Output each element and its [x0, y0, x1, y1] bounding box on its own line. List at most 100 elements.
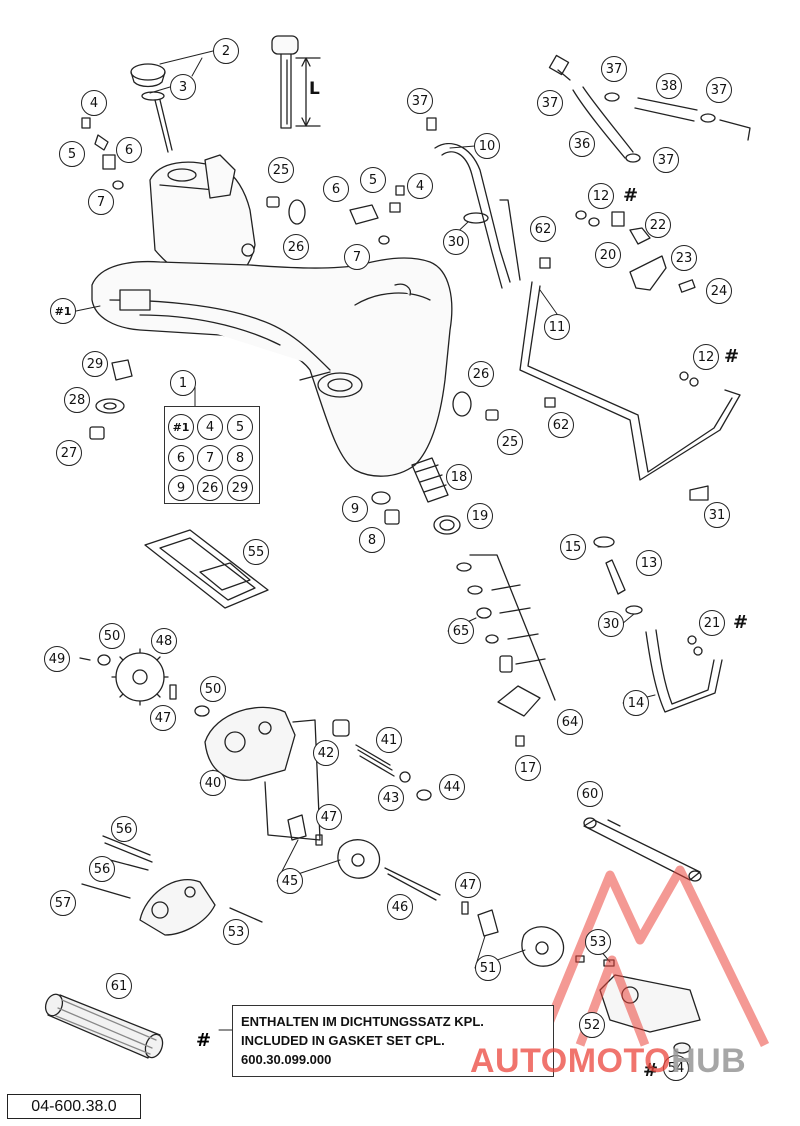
callout-c65: 65	[448, 618, 474, 644]
gasket-marker-h12b: #	[724, 346, 740, 367]
callout-c43: 43	[378, 785, 404, 811]
callout-c62a: 62	[530, 216, 556, 242]
part-group-box	[164, 406, 260, 504]
callout-c53b: 53	[585, 929, 611, 955]
cover-bolts	[81, 835, 263, 923]
callout-c40: 40	[200, 770, 226, 796]
callout-c9: 9	[342, 496, 368, 522]
callout-c21: 21	[699, 610, 725, 636]
callout-c38: 38	[656, 73, 682, 99]
callout-c25a: 25	[268, 157, 294, 183]
rubber-grommets	[266, 196, 556, 421]
callout-c55: 55	[243, 539, 269, 565]
callout-c2: 2	[213, 38, 239, 64]
callout-c13: 13	[636, 550, 662, 576]
callout-c47b: 47	[316, 804, 342, 830]
callout-c22: 22	[645, 212, 671, 238]
callout-c19: 19	[467, 503, 493, 529]
pump-gear	[79, 648, 210, 717]
callout-c10: 10	[474, 133, 500, 159]
callout-c37a: 37	[407, 88, 433, 114]
filler-cap-dipstick	[130, 63, 173, 153]
callout-c48: 48	[151, 628, 177, 654]
callout-c27: 27	[56, 440, 82, 466]
callout-c18: 18	[446, 464, 472, 490]
callout-c26b: 26	[468, 361, 494, 387]
callout-c53a: 53	[223, 919, 249, 945]
tank-mount-parts	[89, 359, 133, 440]
callout-c47a: 47	[150, 705, 176, 731]
callout-c7b: 7	[344, 244, 370, 270]
callout-c30b: 30	[598, 611, 624, 637]
callout-c17: 17	[515, 755, 541, 781]
gasket-set-note: ENTHALTEN IM DICHTUNGSSATZ KPL. INCLUDED…	[232, 1005, 554, 1077]
pump-rotors	[287, 814, 565, 967]
gasket-marker-h21: #	[733, 612, 749, 633]
callout-c4a: 4	[81, 90, 107, 116]
watermark-text-part2: HUB	[671, 1042, 747, 1080]
callout-c24: 24	[706, 278, 732, 304]
callout-c46: 46	[387, 894, 413, 920]
callout-c37b: 37	[601, 56, 627, 82]
callout-c61: 61	[106, 973, 132, 999]
callout-g4: 4	[197, 414, 223, 440]
callout-c29a: 29	[82, 351, 108, 377]
callout-c45: 45	[277, 868, 303, 894]
callout-c47c: 47	[455, 872, 481, 898]
gasket-note-marker: #	[196, 1030, 212, 1051]
callout-c4b: 4	[407, 173, 433, 199]
gasket-marker-h12a: #	[623, 185, 639, 206]
callout-g29: 29	[227, 475, 253, 501]
callout-c36: 36	[569, 131, 595, 157]
callout-c57: 57	[50, 890, 76, 916]
breather-line	[426, 117, 741, 501]
callout-c37d: 37	[537, 90, 563, 116]
drawing-number: 04-600.38.0	[7, 1094, 141, 1119]
watermark-text-part1: AUTOMOTO	[470, 1042, 672, 1080]
gasket-set-part-number: 600.30.099.000	[241, 1052, 332, 1067]
callout-c14: 14	[623, 690, 649, 716]
callout-g8: 8	[227, 445, 253, 471]
callout-c12a: 12	[588, 183, 614, 209]
callout-c1: 1	[170, 370, 196, 396]
callout-c60: 60	[577, 781, 603, 807]
callout-c7a: 7	[88, 189, 114, 215]
callout-c26a: 26	[283, 234, 309, 260]
callout-c51: 51	[475, 955, 501, 981]
vent-fitting-right	[349, 185, 405, 245]
callout-c37e: 37	[653, 147, 679, 173]
callout-c8: 8	[359, 527, 385, 553]
callout-c41: 41	[376, 727, 402, 753]
callout-g26: 26	[197, 475, 223, 501]
oil-filter	[44, 993, 164, 1059]
mounting-bracket	[575, 210, 699, 387]
callout-c28: 28	[64, 387, 90, 413]
callout-c20: 20	[595, 242, 621, 268]
callout-c56a: 56	[111, 816, 137, 842]
oil-screen-stack	[456, 554, 556, 747]
gasket-note-line-german: ENTHALTEN IM DICHTUNGSSATZ KPL.	[241, 1014, 484, 1029]
callout-c50b: 50	[200, 676, 226, 702]
skid-plate	[144, 529, 269, 609]
callout-c5b: 5	[360, 167, 386, 193]
oil-strainer	[371, 457, 461, 535]
callout-c3: 3	[170, 74, 196, 100]
callout-c54: 54	[663, 1055, 689, 1081]
callout-c5a: 5	[59, 141, 85, 167]
callout-c56b: 56	[89, 856, 115, 882]
callout-c25b: 25	[497, 429, 523, 455]
vent-hoses	[548, 54, 751, 163]
callout-c62b: 62	[548, 412, 574, 438]
callout-g7: 7	[197, 445, 223, 471]
callout-c50a: 50	[99, 623, 125, 649]
callout-c44: 44	[439, 774, 465, 800]
pump-cover	[139, 879, 216, 936]
gasket-marker-h54: #	[643, 1060, 659, 1081]
callout-g6: 6	[168, 445, 194, 471]
callout-c6b: 6	[323, 176, 349, 202]
callout-g1num: #1	[168, 414, 194, 440]
callout-c11: 11	[544, 314, 570, 340]
dimension-label-l: L	[309, 79, 320, 99]
callout-c31: 31	[704, 502, 730, 528]
